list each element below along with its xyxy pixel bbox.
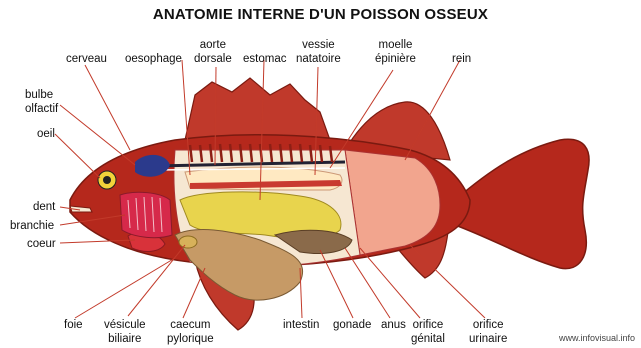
label-coeur: coeur <box>27 237 56 251</box>
label-rein: rein <box>452 52 471 66</box>
source-watermark: www.infovisual.info <box>559 333 635 343</box>
label-dent: dent <box>33 200 55 214</box>
label-vessie-natatoire: vessienatatoire <box>296 38 341 66</box>
label-anus: anus <box>381 318 406 332</box>
label-aorte-dorsale: aortedorsale <box>194 38 232 66</box>
label-bulbe-olfactif: bulbeolfactif <box>25 88 58 116</box>
label-estomac: estomac <box>243 52 286 66</box>
diagram-title: ANATOMIE INTERNE D'UN POISSON OSSEUX <box>0 6 641 23</box>
label-cerveau: cerveau <box>66 52 107 66</box>
label-orifice-genital: orificegénital <box>411 318 445 346</box>
label-moelle-epiniere: moelleépinière <box>375 38 416 66</box>
label-oeil: oeil <box>37 127 55 141</box>
label-intestin: intestin <box>283 318 319 332</box>
label-orifice-urinaire: orificeurinaire <box>469 318 507 346</box>
label-caecum-pylorique: caecumpylorique <box>167 318 214 346</box>
tail-fin <box>455 139 589 268</box>
dorsal-fin-spiny <box>185 78 330 140</box>
label-vesicule-biliaire: vésiculebiliaire <box>104 318 146 346</box>
label-oesophage: oesophage <box>125 52 182 66</box>
pupil <box>103 176 111 184</box>
label-gonade: gonade <box>333 318 371 332</box>
label-branchie: branchie <box>10 219 54 233</box>
gall-bladder <box>179 236 197 248</box>
label-foie: foie <box>64 318 83 332</box>
